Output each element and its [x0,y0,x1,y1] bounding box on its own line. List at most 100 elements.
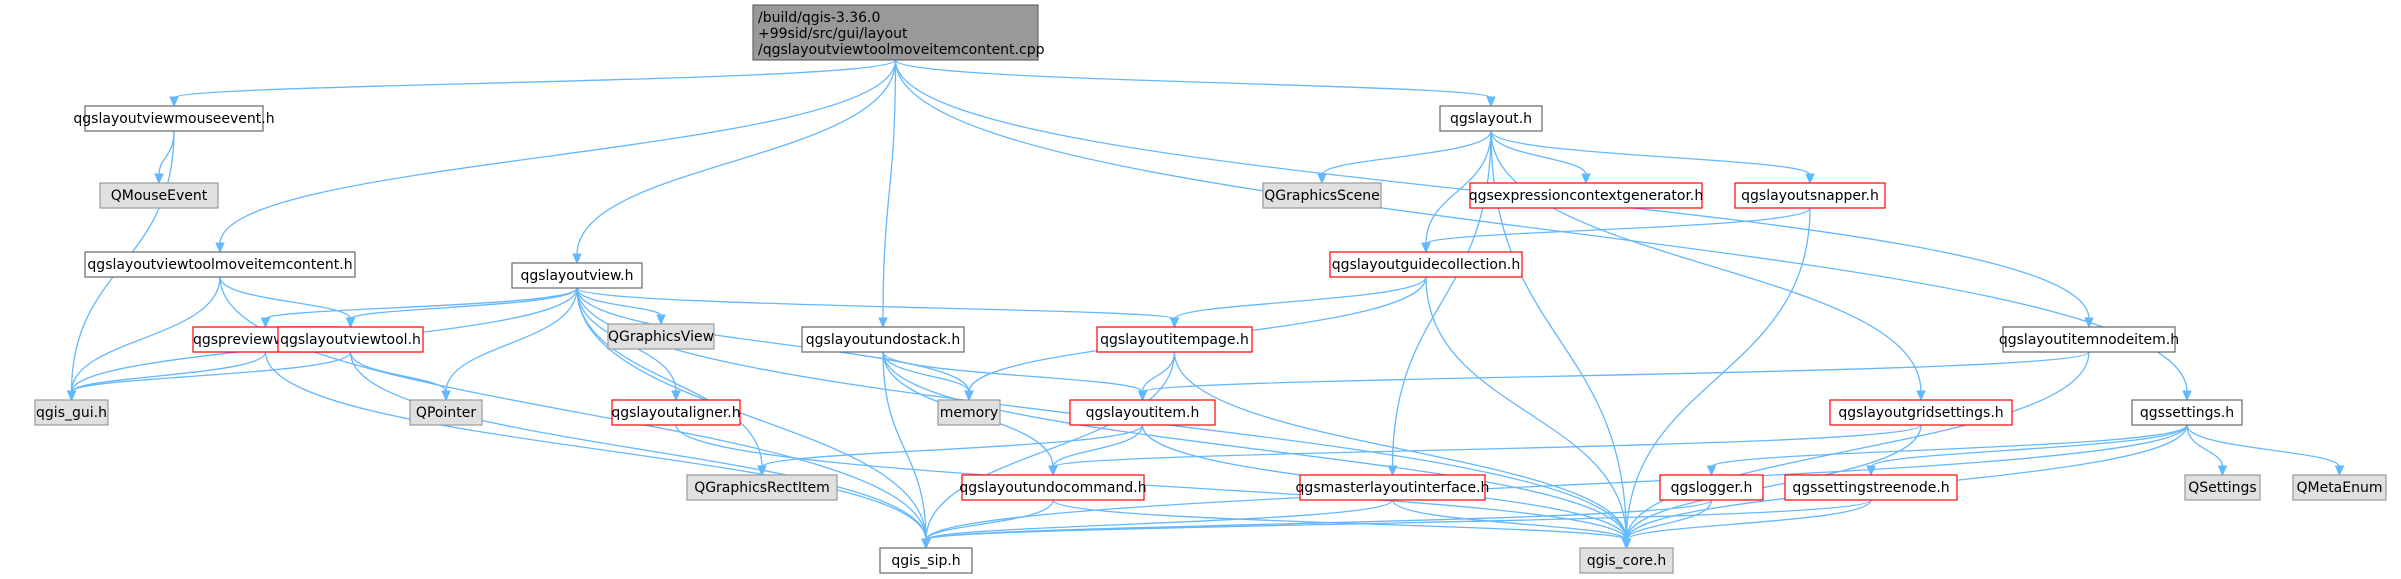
edge-itempage-to-qgis_sip [921,351,1176,550]
node-gridsettings[interactable]: qgslayoutgridsettings.h [1829,399,2013,426]
node-settingstreenode[interactable]: qgssettingstreenode.h [1784,474,1958,501]
node-label: qgis_core.h [1587,553,1667,569]
edge-settingstreenode-to-qgis_sip [921,499,1872,550]
node-box [607,323,715,350]
edge-layoutview-to-previeweffect [260,287,578,329]
node-box [34,399,109,426]
node-settings[interactable]: qgssettings.h [2131,399,2243,426]
edge-nodeitem-to-item [1137,351,2090,402]
node-box [2002,326,2176,353]
node-box [2292,474,2387,501]
node-masterlayout[interactable]: qgsmasterlayoutinterface.h [1296,474,1490,501]
node-nodeitem[interactable]: qgslayoutitemnodeitem.h [1999,326,2179,353]
node-undostack[interactable]: qgslayoutundostack.h [801,326,965,353]
edge-layoutview-to-itempage [576,287,1180,329]
node-label: qgslayoutguidecollection.h [1332,257,1520,273]
node-item[interactable]: qgslayoutitem.h [1069,399,1216,426]
node-label: qgslayoutsnapper.h [1741,188,1879,204]
edge-viewtool-to-qpointer [349,351,451,402]
node-itempage[interactable]: qgslayoutitempage.h [1096,326,1253,353]
edge-undocommand-to-qgis_sip [921,499,1054,550]
node-box [99,182,219,209]
node-box [801,326,965,353]
node-aligner[interactable]: qgslayoutaligner.h [611,399,741,426]
node-box [1829,399,2013,426]
edge-root-to-mouseevent [169,59,897,108]
edge-root-to-undostack [878,59,897,329]
node-label: qgslayoutitemnodeitem.h [1999,332,2179,348]
node-logger[interactable]: qgslogger.h [1659,474,1764,501]
node-box [1659,474,1764,501]
node-qgraphicsscene: QGraphicsScene [1262,182,1382,209]
node-qsettings: QSettings [2184,474,2261,501]
node-guidecollection[interactable]: qgslayoutguidecollection.h [1329,251,1523,278]
edge-toolmovecontent-to-viewtool [219,276,356,329]
node-label: qgslayoutundostack.h [806,332,960,348]
node-label: qgssettings.h [2140,405,2234,421]
node-snapper[interactable]: qgslayoutsnapper.h [1734,182,1886,209]
edge-settings-to-settingstreenode [1866,424,2188,477]
node-box [1579,547,1674,574]
node-label: memory [940,405,999,421]
node-layout[interactable]: qgslayout.h [1439,105,1543,132]
edge-root-to-settings [894,59,2192,402]
node-label: QGraphicsScene [1264,188,1380,204]
node-label: QMouseEvent [111,188,208,204]
node-box [752,4,1039,61]
edge-viewtool-to-qgis_gui [66,351,352,402]
edge-layoutview-to-qgraphicsview [576,287,666,326]
node-label: qgslogger.h [1671,480,1753,496]
node-box [1439,105,1543,132]
edge-root-to-layout [894,59,1496,108]
node-qgis_core: qgis_core.h [1579,547,1674,574]
node-qpointer: QPointer [409,399,483,426]
node-label: QMetaEnum [2296,480,2382,496]
node-label: QGraphicsView [608,329,714,345]
edge-undostack-to-item [882,351,1148,402]
node-box [2184,474,2261,501]
node-undocommand[interactable]: qgslayoutundocommand.h [959,474,1147,501]
dependency-nodes: /build/qgis-3.36.0+99sid/src/gui/layout/… [34,4,2387,574]
node-box [1096,326,1253,353]
node-box [1299,474,1486,501]
node-label: qgslayoutviewtoolmoveitemcontent.h [87,257,352,273]
node-box [1784,474,1958,501]
node-box [961,474,1145,501]
dependency-edges [66,59,2345,550]
node-root[interactable]: /build/qgis-3.36.0+99sid/src/gui/layout/… [752,4,1045,61]
edge-undostack-to-memory [882,351,974,402]
edge-settings-to-logger [1706,424,2188,477]
node-qgraphicsrectitem: QGraphicsRectItem [686,474,838,501]
node-mouseevent[interactable]: qgslayoutviewmouseevent.h [73,105,275,132]
node-toolmovecontent[interactable]: qgslayoutviewtoolmoveitemcontent.h [84,251,356,278]
node-label: qgssettingstreenode.h [1792,480,1949,496]
edge-layout-to-gridsettings [1490,130,1926,402]
node-box [511,262,643,289]
node-label: qgsmasterlayoutinterface.h [1296,480,1490,496]
node-box [1262,182,1382,209]
node-box [937,399,1001,426]
node-label: qgis_sip.h [891,553,960,569]
node-viewtool[interactable]: qgslayoutviewtool.h [277,326,424,353]
node-label: /build/qgis-3.36.0 [758,10,880,26]
node-box [2131,399,2243,426]
node-layoutview[interactable]: qgslayoutview.h [511,262,643,289]
edge-root-to-toolmovecontent [215,59,897,254]
node-qmouseevent: QMouseEvent [99,182,219,209]
node-box [1329,251,1523,278]
node-label: qgslayoutaligner.h [611,405,740,421]
node-qgis_sip[interactable]: qgis_sip.h [879,547,973,574]
node-box [686,474,838,501]
edge-settings-to-qsettings [2186,424,2228,477]
node-exprctx[interactable]: qgsexpressioncontextgenerator.h [1469,182,1704,209]
node-box [1469,182,1703,209]
edge-layoutview-to-qgraphicsrectitem [576,287,767,477]
edge-layoutview-to-viewtool [345,287,578,329]
node-label: qgslayoutgridsettings.h [1838,405,2003,421]
node-label: qgslayoutviewmouseevent.h [73,111,274,127]
node-box [1734,182,1886,209]
node-box [409,399,483,426]
edge-layout-to-snapper [1490,130,1815,185]
edge-gridsettings-to-undocommand [1048,424,1922,477]
